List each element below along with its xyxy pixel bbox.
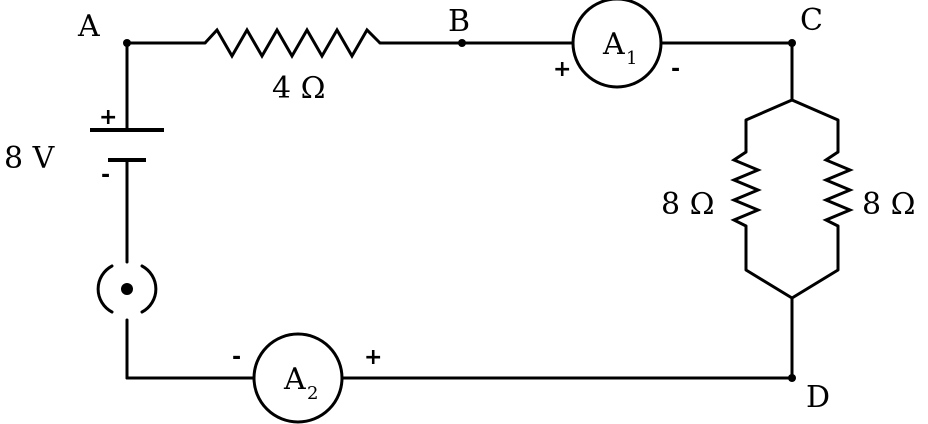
ammeter-a2-plus: +: [364, 345, 382, 370]
node-b-dot: [458, 39, 466, 47]
key-left-arc: [96, 264, 114, 314]
ammeter-a2-subscript: 2: [307, 383, 318, 404]
resistor-parallel-left: [730, 150, 762, 228]
ammeter-a1-subscript: 1: [626, 48, 637, 69]
key-plug-dot: [121, 283, 133, 295]
resistor-4-ohm: [203, 26, 382, 60]
resistor-parallel-left-label: 8 Ω: [661, 187, 715, 222]
node-c-label: C: [800, 3, 823, 38]
node-d-dot: [788, 374, 796, 382]
key-right-arc: [140, 264, 158, 314]
ammeter-a2-letter: A: [283, 362, 306, 397]
ammeter-a2: [252, 332, 344, 424]
ammeter-a1-plus: +: [553, 57, 571, 82]
node-b-label: B: [448, 4, 470, 39]
node-c-dot: [788, 39, 796, 47]
resistor-4-ohm-label: 4 Ω: [272, 71, 326, 106]
ammeter-a1-letter: A: [602, 27, 625, 62]
ammeter-a1-minus: -: [671, 57, 680, 82]
ammeter-a2-minus: -: [232, 345, 241, 370]
resistor-parallel-right-label: 8 Ω: [862, 187, 916, 222]
ammeter-a1: [571, 0, 663, 89]
parallel-network-top: [744, 98, 840, 154]
battery-minus-sign: -: [101, 163, 110, 188]
node-a-dot: [123, 39, 131, 47]
node-a-label: A: [77, 9, 100, 44]
parallel-network-bottom: [744, 224, 840, 300]
node-d-label: D: [806, 380, 830, 415]
battery-plus-sign: +: [99, 105, 117, 130]
resistor-parallel-right: [822, 150, 854, 228]
battery-emf-label: 8 V: [4, 141, 56, 176]
